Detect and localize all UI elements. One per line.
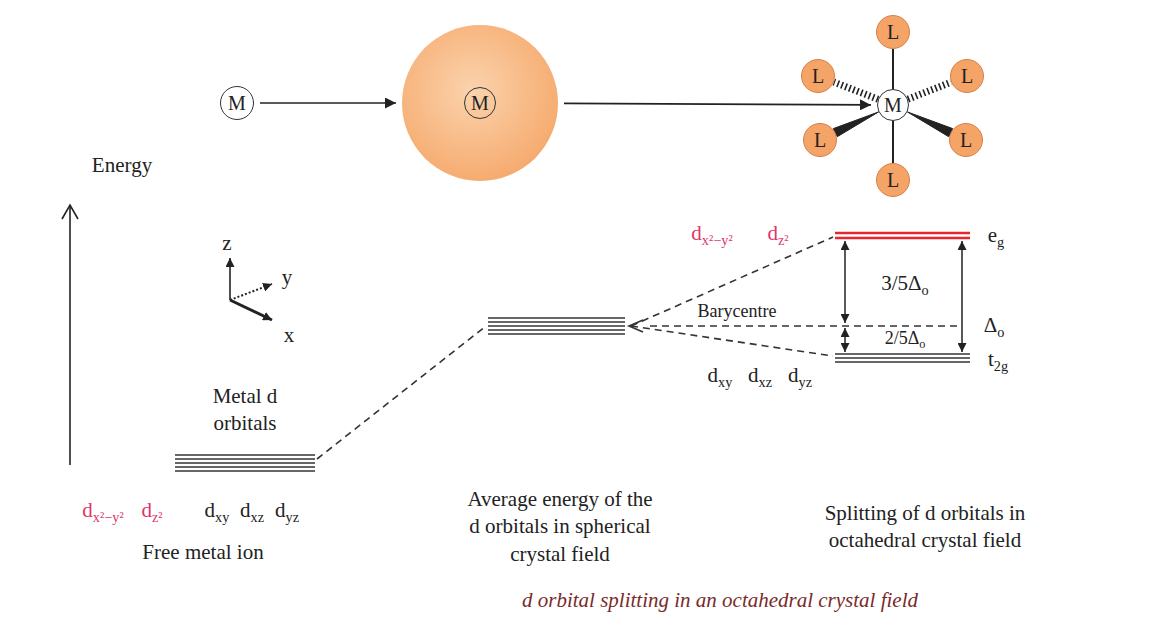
free-metal-ion: M [220, 86, 254, 120]
orbital-label: dxy [708, 362, 733, 389]
orbital-label: dz² [767, 220, 788, 247]
subscript: yz [799, 374, 812, 390]
splitting-value: 3/5Δo [881, 270, 928, 297]
orbital-label: dx²−y² [691, 220, 732, 247]
level-symbol: eg [988, 222, 1004, 249]
barycentre-label: Barycentre [698, 300, 777, 323]
energy-axis-head [62, 205, 78, 219]
free-ion-levels [175, 455, 315, 471]
ligand: L [876, 15, 910, 49]
y-axis [230, 284, 272, 300]
metal-ligand-bond [908, 82, 951, 99]
orbital-label: dyz [788, 362, 812, 389]
metal-ligand-bond [892, 49, 894, 89]
spherical-field: M [402, 25, 558, 181]
splitting-value: 2/5Δo [885, 327, 926, 350]
text-part: d [82, 498, 93, 522]
figure-caption: d orbital splitting in an octahedral cry… [522, 587, 918, 614]
ligand: L [950, 59, 984, 93]
node-text: M [228, 93, 246, 113]
axis-letter: y [282, 264, 293, 291]
orbital-label: dxz [748, 362, 772, 389]
panel-caption: Splitting of d orbitals in octahedral cr… [818, 500, 1033, 555]
metal-ligand-bond [834, 82, 878, 99]
panel-caption: Free metal ion [142, 539, 263, 566]
text-part: 2/5Δ [885, 328, 920, 348]
subscript: x²−y² [702, 232, 733, 248]
text-part: e [988, 223, 997, 247]
splitting-value: Δo [984, 312, 1005, 339]
two-fifths-arrow [844, 328, 846, 352]
metal-ligand-bond [833, 112, 878, 137]
text-part: d [275, 498, 286, 522]
orbital-label: dxy [205, 497, 230, 524]
z-axis [229, 258, 231, 300]
energy-axis [69, 206, 71, 465]
axis-letter: x [284, 322, 295, 349]
central-metal: M [877, 89, 909, 121]
spherical-levels [488, 318, 625, 334]
ligand: L [876, 163, 910, 197]
node-text: L [960, 130, 972, 150]
t2g-levels [835, 354, 970, 362]
subscript: xz [759, 374, 772, 390]
subscript: xy [215, 509, 229, 525]
reaction-arrow [260, 102, 396, 104]
node-text: M [464, 87, 496, 119]
orbital-label: dyz [275, 497, 299, 524]
subscript: o [919, 338, 925, 352]
panel-caption: Average energy of the d orbitals in sphe… [465, 486, 655, 568]
three-fifths-arrow [844, 241, 846, 323]
orbital-label: dz² [141, 497, 162, 524]
level-symbol: t2g [988, 346, 1008, 373]
reaction-arrow [564, 103, 871, 104]
node-text: L [961, 66, 973, 86]
subscript: o [997, 324, 1004, 340]
text-part: d [240, 498, 251, 522]
metal-ligand-bond [892, 121, 894, 163]
orbital-label: dx²−y² [82, 497, 123, 524]
subscript: yz [286, 509, 299, 525]
ligand: L [949, 123, 983, 157]
subscript: x²−y² [93, 509, 124, 525]
subscript: z² [778, 232, 789, 248]
text-part: d [205, 498, 216, 522]
node-text: L [814, 130, 826, 150]
text-part: d [141, 498, 152, 522]
x-axis [230, 300, 272, 320]
subscript: z² [152, 509, 163, 525]
ligand: L [803, 123, 837, 157]
subscript: g [997, 234, 1004, 250]
barycentre-arrowhead [629, 320, 643, 332]
text-part: t [988, 347, 994, 371]
text-part: d [708, 363, 719, 387]
subscript: 2g [994, 358, 1008, 374]
subscript: xz [251, 509, 264, 525]
node-text: L [887, 22, 899, 42]
text-part: d [748, 363, 759, 387]
eg-levels [835, 233, 970, 238]
ligand: L [801, 59, 835, 93]
subscript: xy [718, 374, 732, 390]
node-text: L [887, 170, 899, 190]
text-part: d [691, 221, 702, 245]
text-part: 3/5Δ [881, 271, 921, 295]
delta-o-arrow [961, 241, 963, 352]
axis-letter: z [222, 230, 231, 257]
node-text: L [812, 66, 824, 86]
node-text: M [884, 95, 902, 115]
axis-title: Energy [92, 152, 152, 179]
level-caption: Metal d orbitals [180, 383, 310, 438]
orbital-label: dxz [240, 497, 264, 524]
metal-ligand-bond [907, 112, 952, 137]
text-part: d [788, 363, 799, 387]
correlation-lines [317, 237, 960, 459]
text-part: d [767, 221, 778, 245]
text-part: Δ [984, 313, 998, 337]
subscript: o [922, 282, 929, 298]
